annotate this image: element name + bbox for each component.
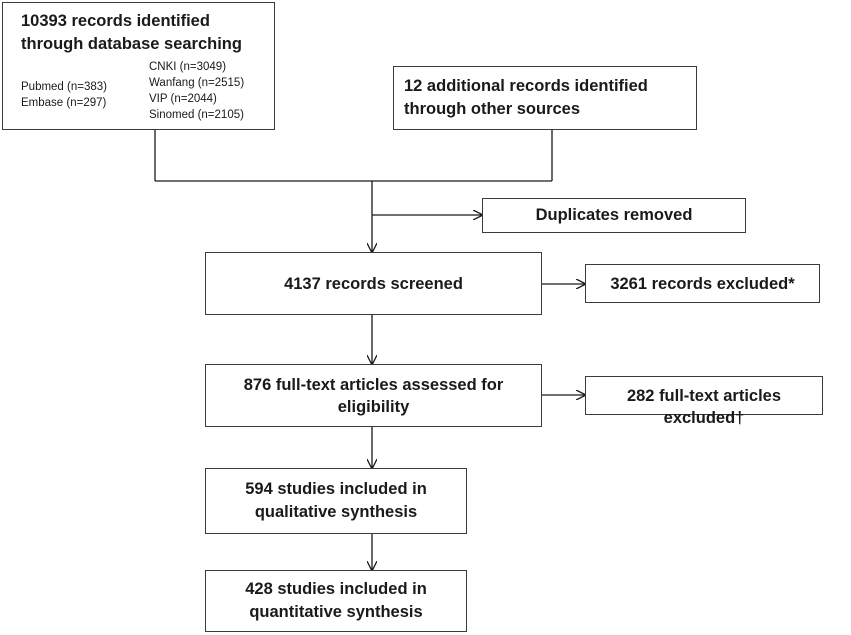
qualitative-synthesis-box: 594 studies included in qualitative synt… [205,468,467,534]
additional-records-line2: through other sources [404,100,581,118]
source-sinomed: Sinomed (n=2105) [149,109,244,121]
qualitative-synthesis-line2: qualitative synthesis [254,503,418,521]
fulltext-excluded-label: 282 full-text articles excluded† [626,387,782,427]
fulltext-assessed-line1: 876 full-text articles assessed for [243,376,504,394]
qualitative-synthesis-line1: 594 studies included in [245,480,427,498]
records-excluded-label: 3261 records excluded* [610,275,795,293]
source-embase: Embase (n=297) [21,97,107,109]
database-records-label-line2: through database searching [21,35,242,53]
quantitative-synthesis-line1: 428 studies included in [245,580,427,598]
source-vip: VIP (n=2044) [149,93,217,105]
fulltext-assessed-box: 876 full-text articles assessed for elig… [205,364,542,427]
source-cnki: CNKI (n=3049) [149,61,227,73]
quantitative-synthesis-line2: quantitative synthesis [249,603,423,621]
source-wanfang: Wanfang (n=2515) [149,77,245,89]
database-record-count: 10393 [21,12,67,30]
additional-records-box: 12 additional records identified through… [393,66,697,130]
additional-records-line1: 12 additional records identified [404,77,648,95]
records-screened-box: 4137 records screened [205,252,542,315]
duplicates-removed-box: Duplicates removed [482,198,746,233]
fulltext-assessed-line2: eligibility [337,398,410,416]
records-screened-label: 4137 records screened [284,275,463,293]
records-excluded-box: 3261 records excluded* [585,264,820,303]
source-pubmed: Pubmed (n=383) [21,81,107,93]
quantitative-synthesis-box: 428 studies included in quantitative syn… [205,570,467,632]
fulltext-excluded-box: 282 full-text articles excluded† [585,376,823,427]
database-records-label: records identified [71,12,210,30]
duplicates-removed-label: Duplicates removed [535,206,693,224]
database-records-box: 10393 records identified through databas… [2,2,275,130]
